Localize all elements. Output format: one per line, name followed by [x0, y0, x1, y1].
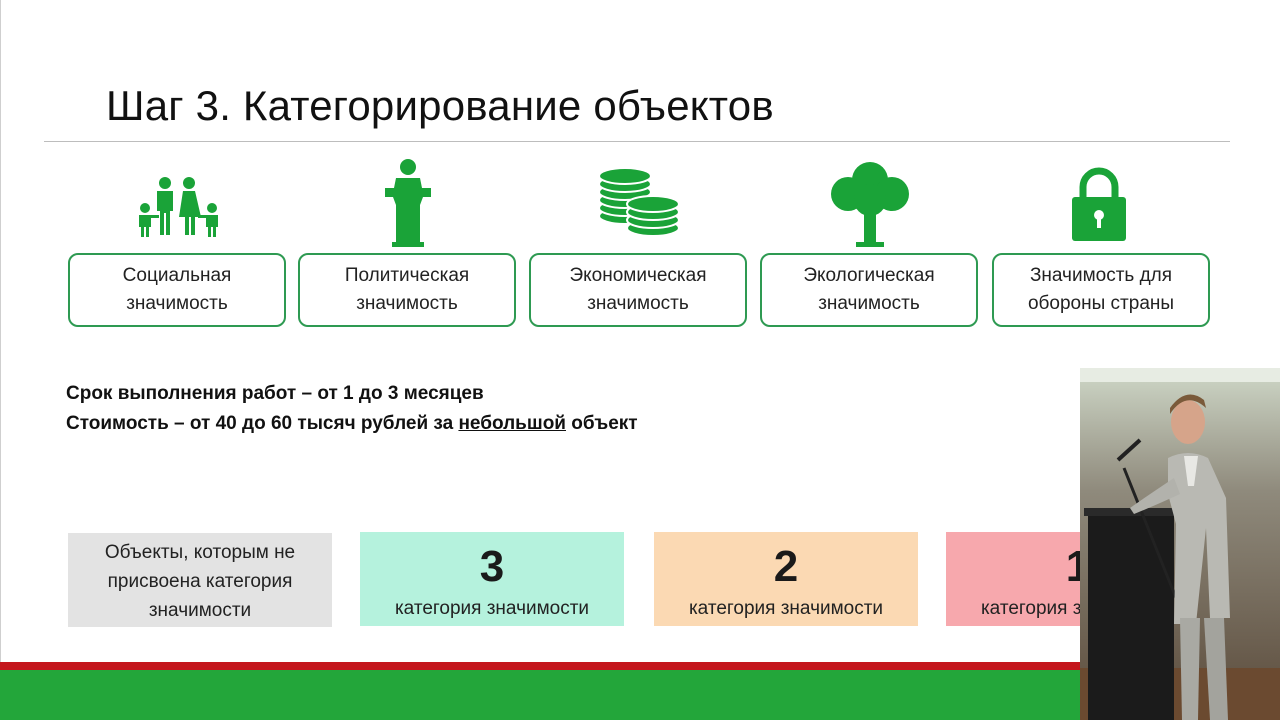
- cost-text-suffix: объект: [566, 413, 638, 434]
- cost-text-underlined: небольшой: [458, 413, 566, 434]
- category-3-number: 3: [479, 542, 505, 591]
- card-defense-significance: Значимость для обороны страны: [992, 253, 1210, 327]
- cost-text: Стоимость – от 40 до 60 тысяч рублей за …: [66, 409, 638, 439]
- category-3-box: 3 категория значимости: [360, 532, 624, 626]
- category-2-label: категория значимости: [688, 598, 884, 619]
- frame-border: [0, 0, 1, 720]
- tree-icon: [831, 162, 909, 247]
- family-icon: [139, 177, 218, 237]
- card-political-significance: Политическая значимость: [298, 253, 516, 327]
- speaker-video-overlay: [1080, 368, 1280, 720]
- coins-icon: [598, 167, 680, 237]
- footer-green-band: [0, 670, 1280, 720]
- info-block: Срок выполнения работ – от 1 до 3 месяце…: [66, 379, 638, 439]
- padlock-icon: [1072, 167, 1126, 241]
- category-3-label: категория значимости: [394, 598, 590, 619]
- card-economic-significance: Экономическая значимость: [529, 253, 747, 327]
- speaker-video-image: [1080, 368, 1280, 720]
- card-ecological-significance: Экологическая значимость: [760, 253, 978, 327]
- category-2-number: 2: [773, 542, 799, 591]
- category-2-box: 2 категория значимости: [654, 532, 918, 626]
- title-divider: [44, 141, 1230, 142]
- cost-text-prefix: Стоимость – от 40 до 60 тысяч рублей за: [66, 413, 459, 434]
- category-unassigned-box: Объекты, которым не присвоена категория …: [68, 533, 332, 627]
- footer-red-stripe: [0, 662, 1280, 670]
- podium-speaker-icon: [385, 159, 431, 247]
- card-social-significance: Социальная значимость: [68, 253, 286, 327]
- slide-title: Шаг 3. Категорирование объектов: [106, 82, 774, 129]
- work-duration-text: Срок выполнения работ – от 1 до 3 месяце…: [66, 383, 484, 404]
